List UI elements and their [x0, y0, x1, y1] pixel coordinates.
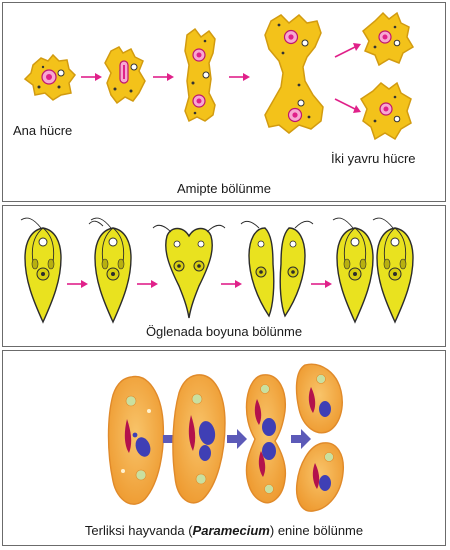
- amoeba-daughter-cell-icon: [359, 81, 412, 141]
- paramecium-cell-icon: [107, 375, 165, 505]
- paramecium-caption-prefix: Terliksi hayvanda (: [84, 523, 193, 538]
- arrow-right-icon: [311, 280, 332, 288]
- euglena-cell-icon: [20, 217, 62, 323]
- paramecium-panel: Terliksi hayvanda (Paramecium) enine böl…: [2, 350, 446, 546]
- paramecium-stage3-icon: [245, 374, 287, 504]
- euglena-illustration: [20, 217, 414, 323]
- arrow-right-icon: [81, 73, 102, 81]
- arrow-right-icon: [221, 280, 242, 288]
- arrow-right-icon: [153, 73, 174, 81]
- arrow-down-right-icon: [334, 98, 361, 113]
- amoeba-daughter-cell-icon: [362, 11, 415, 67]
- arrow-right-icon: [227, 429, 247, 449]
- paramecium-daughter-cell-icon: [295, 442, 344, 512]
- amoeba-stage2-icon: [104, 46, 146, 105]
- arrow-right-icon: [137, 280, 158, 288]
- arrow-right-icon: [229, 73, 250, 81]
- paramecium-illustration: [107, 363, 344, 512]
- paramecium-caption-species: Paramecium: [192, 523, 270, 538]
- amoeba-stage3-icon: [184, 27, 216, 123]
- amitosis-panel: Ana hücre İki yavru hücre Amipte bölünme: [2, 2, 446, 202]
- arrow-right-icon: [67, 280, 88, 288]
- paramecium-stage2-icon: [172, 374, 226, 504]
- euglena-stage4-icon: [240, 220, 314, 318]
- euglena-daughter-cell-icon: [332, 217, 374, 323]
- euglena-panel: Öglenada boyuna bölünme: [2, 205, 446, 347]
- amitosis-caption: Amipte bölünme: [177, 181, 271, 196]
- euglena-stage3-icon: [152, 224, 226, 319]
- amoeba-mother-cell-icon: [23, 53, 76, 101]
- amitosis-illustration: [23, 11, 415, 141]
- paramecium-daughter-cell-icon: [295, 363, 343, 434]
- euglena-stage2-icon: [88, 217, 132, 323]
- arrow-right-icon: [291, 429, 311, 449]
- amoeba-stage4-icon: [264, 13, 324, 134]
- arrow-up-right-icon: [334, 43, 361, 58]
- paramecium-caption: Terliksi hayvanda (Paramecium) enine böl…: [3, 523, 445, 538]
- mother-cell-label: Ana hücre: [13, 123, 73, 138]
- daughter-cells-label: İki yavru hücre: [331, 151, 416, 166]
- euglena-daughter-cell-icon: [372, 217, 414, 323]
- euglena-caption: Öglenada boyuna bölünme: [145, 324, 303, 339]
- paramecium-caption-suffix: ) enine bölünme: [269, 523, 364, 538]
